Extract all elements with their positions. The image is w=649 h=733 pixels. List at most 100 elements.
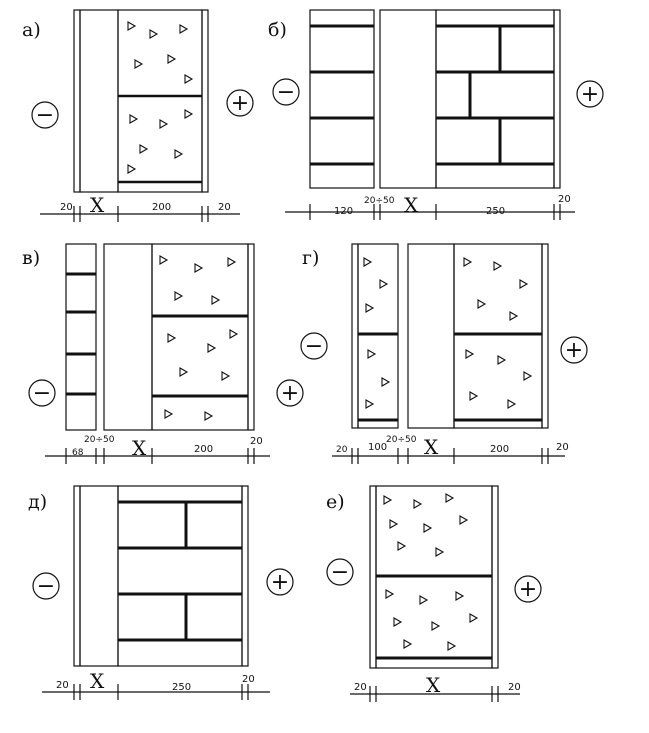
panel-g-dimension-line bbox=[332, 448, 565, 464]
panel-b-mortar-joints bbox=[310, 24, 554, 166]
panel-b: б) − + 120 20÷50 X 250 20 bbox=[268, 9, 604, 220]
panel-d-minus-sign bbox=[32, 572, 60, 600]
panel-v-aggregate bbox=[159, 255, 239, 421]
panel-v-plaster bbox=[247, 243, 255, 431]
panel-b-minus-sign bbox=[272, 78, 300, 106]
panel-d-dim-x: X bbox=[90, 669, 105, 693]
panel-b-insulation bbox=[379, 9, 437, 189]
panel-b-brick-outer bbox=[309, 9, 375, 189]
panel-g-plaster-right bbox=[541, 243, 549, 429]
panel-g-dim-2: 20÷50 bbox=[386, 435, 417, 445]
panel-d-plus-text: + bbox=[271, 570, 289, 595]
panel-b-dim-1: 120 bbox=[334, 206, 353, 217]
panel-a-aggregate bbox=[127, 21, 194, 174]
panel-e-joints bbox=[376, 574, 492, 660]
panel-v-dim-1: 68 bbox=[72, 448, 84, 458]
panel-a-dim-1: 20 bbox=[60, 202, 73, 213]
panel-g-minus-sign bbox=[300, 332, 328, 360]
panel-v-facing-brick bbox=[65, 243, 97, 431]
panel-g-label: г) bbox=[302, 247, 319, 269]
panel-g-inner-concrete bbox=[453, 243, 543, 429]
panel-e: е) − + 20 X 20 bbox=[326, 485, 542, 702]
panel-v-plus-text: + bbox=[281, 381, 299, 406]
panel-a-plaster-left bbox=[73, 9, 81, 193]
panel-a-label: а) bbox=[22, 19, 41, 41]
panel-d-dimension-line bbox=[42, 684, 270, 700]
panel-a-minus-sign bbox=[31, 101, 59, 129]
panel-a-dimension-line bbox=[40, 206, 240, 222]
panel-v-label: в) bbox=[22, 247, 40, 269]
panel-b-brick-inner bbox=[435, 9, 555, 189]
panel-d-plaster-left bbox=[73, 485, 81, 667]
panel-g-dim-x: X bbox=[424, 435, 439, 459]
panel-b-dim-4: 20 bbox=[558, 194, 571, 205]
panel-a-concrete bbox=[117, 9, 203, 193]
panel-b-dim-3: 250 bbox=[486, 206, 505, 217]
panel-e-minus-text: − bbox=[331, 560, 349, 585]
panel-e-label: е) bbox=[326, 491, 345, 513]
panel-e-plus-text: + bbox=[519, 577, 537, 602]
panel-v-dim-x: X bbox=[132, 436, 147, 460]
panel-e-plus-sign bbox=[514, 575, 542, 603]
panel-v-concrete bbox=[151, 243, 249, 431]
panel-g-plus-text: + bbox=[565, 338, 583, 363]
panel-b-dim-x: X bbox=[404, 193, 419, 217]
panel-g-plus-sign bbox=[560, 336, 588, 364]
panel-v-minus-text: − bbox=[33, 381, 51, 406]
panel-a-minus-text: − bbox=[36, 103, 54, 128]
panel-e-plaster-right bbox=[491, 485, 499, 669]
panel-v-plus-sign bbox=[276, 379, 304, 407]
panel-b-label: б) bbox=[268, 19, 287, 41]
panel-e-dimension-line bbox=[350, 686, 520, 702]
panel-g-minus-text: − bbox=[305, 334, 323, 359]
panel-a-dim-x: X bbox=[90, 193, 105, 217]
panel-v-insulation bbox=[103, 243, 153, 431]
panel-d-mortar-joints bbox=[118, 500, 242, 642]
panel-b-plaster bbox=[553, 9, 561, 189]
panel-a-dim-2: 200 bbox=[152, 202, 171, 213]
panel-e-aggregate bbox=[383, 493, 479, 651]
panel-d-dim-2: 250 bbox=[172, 682, 191, 693]
panel-g-plaster-left bbox=[351, 243, 359, 429]
panel-g-dim-3: 200 bbox=[490, 444, 509, 455]
panel-d-label: д) bbox=[28, 491, 47, 513]
panel-a-plaster-right bbox=[201, 9, 209, 193]
panel-g-joints bbox=[358, 332, 542, 422]
panel-b-dim-2: 20÷50 bbox=[364, 196, 395, 206]
panel-a-plus-text: + bbox=[231, 91, 249, 116]
panel-b-dimension-line bbox=[285, 204, 575, 220]
panel-e-dim-1: 20 bbox=[354, 682, 367, 693]
panel-g-dim-0: 20 bbox=[336, 445, 348, 455]
panel-d-minus-text: − bbox=[37, 574, 55, 599]
panel-b-minus-text: − bbox=[277, 80, 295, 105]
panel-v-dimension-line bbox=[45, 448, 270, 464]
panel-a-plus-sign bbox=[226, 89, 254, 117]
panel-a: а) − + 20 X 200 20 bbox=[22, 9, 254, 222]
panel-e-dim-x: X bbox=[426, 673, 441, 697]
panel-e-dim-2: 20 bbox=[508, 682, 521, 693]
panel-b-plus-text: + bbox=[581, 82, 599, 107]
panel-g-aggregate bbox=[363, 257, 533, 409]
panel-g-outer-concrete bbox=[357, 243, 399, 429]
panel-d-plus-sign bbox=[266, 568, 294, 596]
panel-d: д) − + 20 X 250 20 bbox=[28, 485, 294, 700]
panel-b-plus-sign bbox=[576, 80, 604, 108]
panel-a-insulation bbox=[79, 9, 119, 193]
panel-v-dim-4: 20 bbox=[250, 436, 263, 447]
panel-g-dim-1: 100 bbox=[368, 442, 387, 453]
panel-d-dim-1: 20 bbox=[56, 680, 69, 691]
panel-v: в) − + 68 20÷50 X 200 20 bbox=[22, 243, 304, 464]
panel-v-joints bbox=[66, 272, 248, 398]
panel-v-dim-3: 200 bbox=[194, 444, 213, 455]
panel-v-dim-2: 20÷50 bbox=[84, 435, 115, 445]
panel-d-dim-3: 20 bbox=[242, 674, 255, 685]
panel-g-dim-4: 20 bbox=[556, 442, 569, 453]
panel-d-plaster-right bbox=[241, 485, 249, 667]
panel-d-insulation bbox=[79, 485, 119, 667]
panel-e-minus-sign bbox=[326, 558, 354, 586]
panel-g: г) − + 20 100 20÷50 bbox=[300, 243, 588, 464]
panel-e-plaster-left bbox=[369, 485, 377, 669]
panel-a-dim-3: 20 bbox=[218, 202, 231, 213]
panel-g-insulation bbox=[407, 243, 455, 429]
panel-v-minus-sign bbox=[28, 379, 56, 407]
